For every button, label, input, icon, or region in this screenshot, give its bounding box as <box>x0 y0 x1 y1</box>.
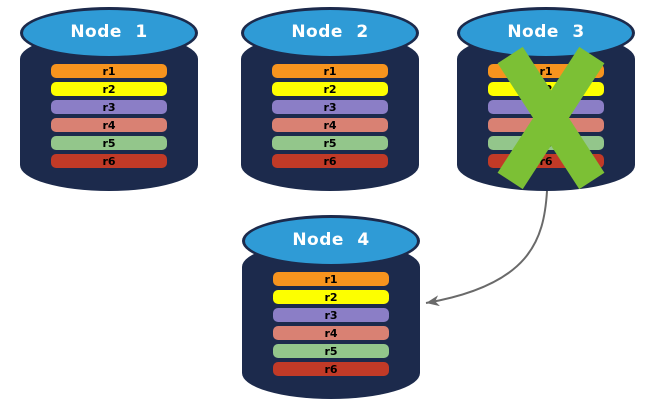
node-1-row-stack: r1 r2 r3 r4 r5 r6 <box>51 64 167 168</box>
row-bar-r5: r5 <box>273 344 389 358</box>
row-bar-r4: r4 <box>488 118 604 132</box>
node-3-cylinder-top: Node 3 <box>457 7 635 59</box>
node-3-label: Node 3 <box>507 22 585 43</box>
node-2-row-stack: r1 r2 r3 r4 r5 r6 <box>272 64 388 168</box>
node-1-cylinder-top: Node 1 <box>20 7 198 59</box>
row-bar-r4: r4 <box>272 118 388 132</box>
node-1: Node 1 r1 r2 r3 r4 r5 r6 <box>20 7 198 191</box>
row-bar-r2: r2 <box>273 290 389 304</box>
row-bar-r3: r3 <box>51 100 167 114</box>
row-bar-r2: r2 <box>488 82 604 96</box>
row-bar-r2: r2 <box>51 82 167 96</box>
node-2: Node 2 r1 r2 r3 r4 r5 r6 <box>241 7 419 191</box>
row-bar-r3: r3 <box>272 100 388 114</box>
node-4: Node 4 r1 r2 r3 r4 r5 r6 <box>242 215 420 399</box>
row-bar-r6: r6 <box>51 154 167 168</box>
node-3-row-stack: r1 r2 r3 r4 r5 r6 <box>488 64 604 168</box>
row-bar-r3: r3 <box>488 100 604 114</box>
row-bar-r6: r6 <box>272 154 388 168</box>
row-bar-r5: r5 <box>488 136 604 150</box>
row-bar-r4: r4 <box>273 326 389 340</box>
node-2-cylinder-top: Node 2 <box>241 7 419 59</box>
row-bar-r5: r5 <box>51 136 167 150</box>
row-bar-r2: r2 <box>272 82 388 96</box>
node-4-row-stack: r1 r2 r3 r4 r5 r6 <box>273 272 389 376</box>
node-4-cylinder-top: Node 4 <box>242 215 420 267</box>
row-bar-r5: r5 <box>272 136 388 150</box>
row-bar-r6: r6 <box>273 362 389 376</box>
row-bar-r1: r1 <box>488 64 604 78</box>
row-bar-r4: r4 <box>51 118 167 132</box>
node-1-label: Node 1 <box>70 22 148 43</box>
row-bar-r1: r1 <box>273 272 389 286</box>
row-bar-r3: r3 <box>273 308 389 322</box>
row-bar-r1: r1 <box>51 64 167 78</box>
node-3: Node 3 r1 r2 r3 r4 r5 r6 <box>457 7 635 191</box>
row-bar-r1: r1 <box>272 64 388 78</box>
node-2-label: Node 2 <box>291 22 369 43</box>
row-bar-r6: r6 <box>488 154 604 168</box>
node-4-label: Node 4 <box>292 230 370 251</box>
arrow-curve <box>425 190 548 307</box>
